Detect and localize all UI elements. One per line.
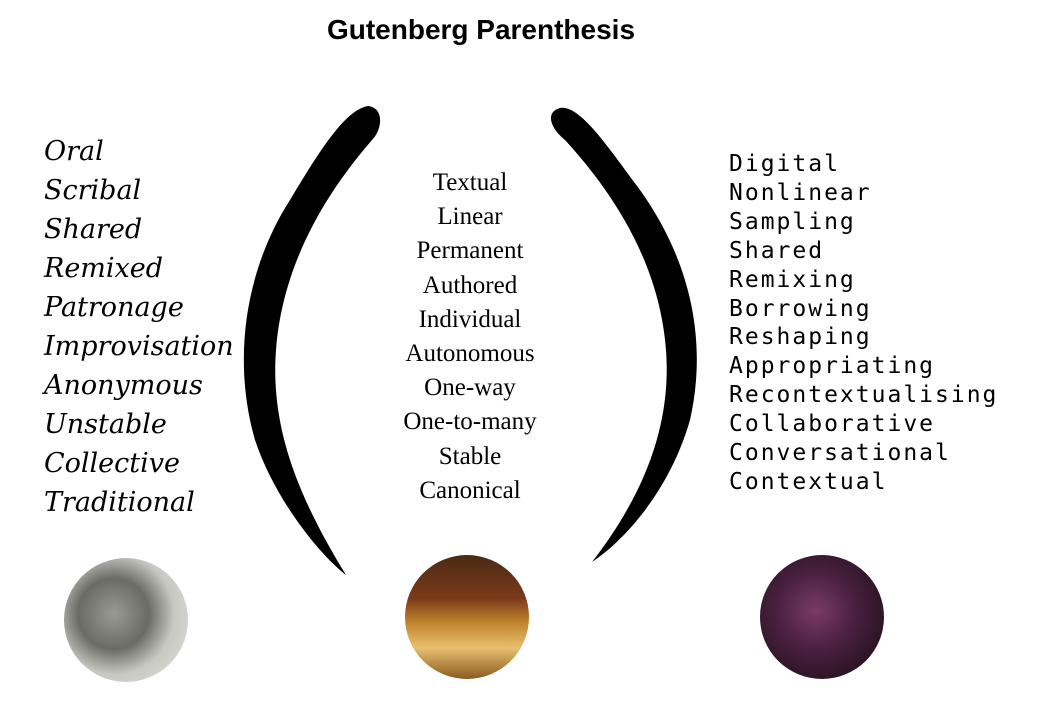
oral-crowd-photo xyxy=(64,558,188,682)
list-item: Textual xyxy=(432,169,508,196)
oral-era-list: Oral Scribal Shared Remixed Patronage Im… xyxy=(44,132,234,522)
list-item: Remixed xyxy=(44,253,164,284)
list-item: Anonymous xyxy=(44,370,203,401)
list-item: Digital xyxy=(729,151,840,177)
list-item: Permanent xyxy=(416,237,524,265)
left-parenthesis-icon xyxy=(243,106,381,575)
list-item: Autonomous xyxy=(405,340,535,368)
digital-era-list: Digital Nonlinear Sampling Shared Remixi… xyxy=(729,150,998,497)
list-item: Conversational xyxy=(729,440,951,467)
list-item: Recontextualising xyxy=(729,382,999,409)
list-item: Borrowing xyxy=(729,295,872,322)
list-item: Appropriating xyxy=(729,353,936,380)
list-item: Unstable xyxy=(44,409,167,440)
list-item: Authored xyxy=(422,271,518,299)
list-item: Shared xyxy=(44,214,143,245)
list-item: Improvisation xyxy=(44,331,234,362)
list-item: Oral xyxy=(44,136,104,167)
list-item: Shared xyxy=(729,237,825,264)
list-item: Patronage xyxy=(44,292,184,323)
right-parenthesis-icon xyxy=(550,107,697,563)
list-item: Traditional xyxy=(44,487,195,518)
list-item: Canonical xyxy=(419,476,521,504)
list-item: Sampling xyxy=(729,208,856,235)
list-item: Collaborative xyxy=(729,411,936,438)
print-era-list: Textual Linear Permanent Authored Indivi… xyxy=(370,166,570,508)
list-item: Collective xyxy=(44,448,181,479)
list-item: Linear xyxy=(437,203,503,231)
list-item: Scribal xyxy=(44,175,142,206)
books-library-photo xyxy=(405,555,529,679)
digital-code-photo xyxy=(760,555,884,679)
list-item: Stable xyxy=(438,442,502,470)
list-item: Reshaping xyxy=(729,324,872,351)
list-item: One-to-many xyxy=(403,408,537,436)
list-item: Contextual xyxy=(729,468,888,495)
list-item: Nonlinear xyxy=(729,179,872,206)
list-item: One-way xyxy=(424,374,516,402)
list-item: Individual xyxy=(418,305,522,333)
list-item: Remixing xyxy=(729,266,856,293)
diagram-title: Gutenberg Parenthesis xyxy=(326,14,636,45)
